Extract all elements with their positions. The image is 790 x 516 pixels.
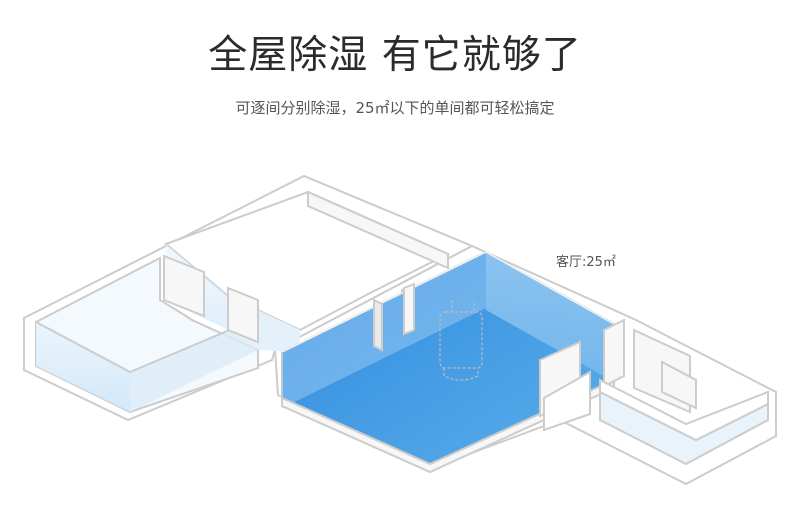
living-room-highlight	[281, 250, 615, 474]
living-room-area-label: 客厅:25㎡	[556, 255, 616, 270]
dehumidifier-outline-icon	[439, 300, 483, 381]
left-bedroom	[35, 256, 259, 414]
page-subtitle: 可逐间分别除湿，25㎡以下的单间都可轻松搞定	[235, 99, 555, 117]
right-rooms	[543, 328, 769, 466]
page-title: 全屋除湿 有它就够了	[208, 33, 582, 78]
